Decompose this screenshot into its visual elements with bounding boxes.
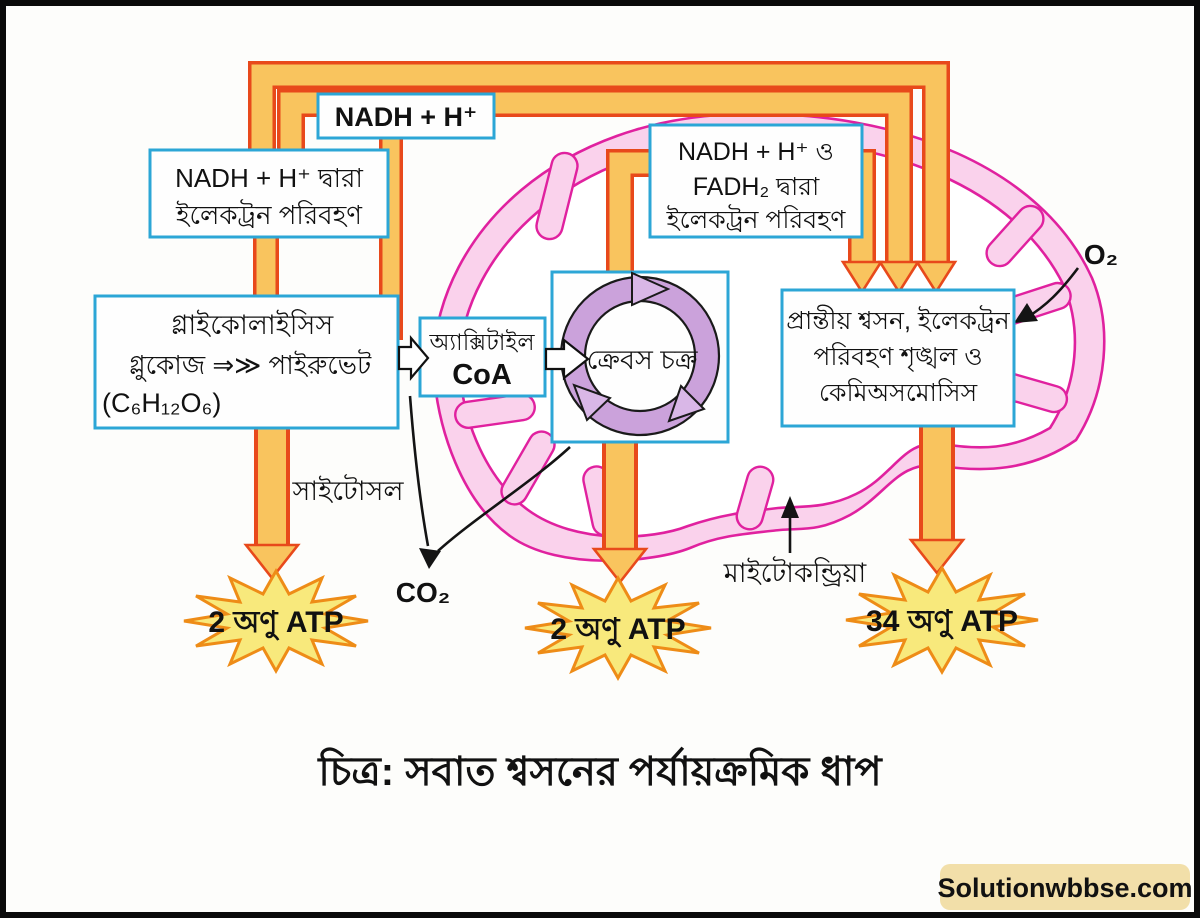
pipe-left-inner-fill <box>280 92 910 262</box>
nadh-fadh2-line1: NADH + H⁺ ও <box>678 138 834 166</box>
krebs-label: ক্রেবস চক্র <box>586 345 697 375</box>
arrowhead-into-terminal-1-icon <box>840 260 884 295</box>
crista-icon <box>985 204 1045 268</box>
nadh-transport-line2: ইলেকট্রন পরিবহণ <box>175 199 363 230</box>
nadh-fadh2-box <box>648 123 864 239</box>
krebs-cycle-arrowhead-icon <box>631 271 671 307</box>
arrowhead-krebs-atp-icon <box>591 547 649 585</box>
krebs-cycle-arrowhead-icon <box>572 383 612 422</box>
free-labels: সাইটোসল CO₂ O₂ মাইটোকন্ড্রিয়া <box>291 239 1118 608</box>
krebs-atp-label: 2 অণু ATP <box>550 613 685 648</box>
figure-caption: চিত্র: সবাত শ্বসনের পর্যায়ক্রমিক ধাপ <box>316 746 883 794</box>
pyruvate-to-co2-curve <box>408 395 430 547</box>
nadh-box <box>316 92 496 140</box>
krebs-to-co2-curve <box>437 446 571 552</box>
thin-arrows <box>408 267 1080 569</box>
terminal-line1: প্রান্তীয় শ্বসন, ইলেকট্রন <box>786 305 1010 335</box>
co2-label: CO₂ <box>396 577 450 608</box>
nadh-box-label: NADH + H⁺ <box>335 102 478 132</box>
glycolysis-to-coa-arrow-icon <box>397 335 430 381</box>
co2-arrowhead-icon <box>419 548 441 569</box>
pipe-arrowheads <box>243 260 966 585</box>
cytosol-label: সাইটোসল <box>291 474 404 506</box>
mitochondria-arrowhead-icon <box>781 496 799 518</box>
o2-label: O₂ <box>1084 239 1118 270</box>
mitochondria-label: মাইটোকন্ড্রিয়া <box>723 556 868 588</box>
crista-icon <box>500 430 556 506</box>
glycolysis-atp-burst <box>183 567 369 675</box>
acetyl-coa-line2: CoA <box>452 359 512 391</box>
arrowhead-glycolysis-atp-icon <box>243 543 301 581</box>
nadh-transport-line1: NADH + H⁺ দ্বারা <box>175 163 363 193</box>
arrowhead-into-terminal-2-icon <box>877 260 921 295</box>
white-block-arrows <box>397 335 590 381</box>
terminal-atp-burst <box>845 565 1039 675</box>
arrowhead-into-terminal-3-icon <box>914 260 958 295</box>
glycolysis-line1: গ্লাইকোলাইসিস <box>171 309 335 340</box>
glycolysis-line2: গ্লুকোজ ⇒≫ পাইরুভেট <box>129 349 372 382</box>
pipe-left-outer-fill <box>251 64 947 262</box>
atp-starbursts <box>183 565 1039 682</box>
crista-icon <box>535 151 579 241</box>
glycolysis-line3: (C₆H₁₂O₆) <box>102 388 221 418</box>
nadh-fadh2-line3: ইলেকট্রন পরিবহণ <box>666 204 847 234</box>
terminal-line3: কেমিঅসমোসিস <box>819 378 978 407</box>
crista-icon <box>454 393 536 429</box>
nadh-transport-box <box>148 148 390 239</box>
aerobic-respiration-diagram: NADH + H⁺ NADH + H⁺ দ্বারা ইলেকট্রন পরিব… <box>93 61 1193 910</box>
terminal-line2: পরিবহণ শৃঙ্খল ও <box>813 342 982 372</box>
box-texts: NADH + H⁺ NADH + H⁺ দ্বারা ইলেকট্রন পরিব… <box>102 102 1011 418</box>
krebs-cycle-arrowhead-icon <box>667 384 706 423</box>
terminal-box <box>780 288 1016 428</box>
atp-burst-texts: 2 অণু ATP 2 অণু ATP 34 অণু ATP <box>208 605 1018 648</box>
acetyl-coa-box <box>418 316 547 398</box>
crista-icon <box>735 465 775 531</box>
nadh-fadh2-line2: FADH₂ দ্বারা <box>693 173 820 201</box>
watermark-text: Solutionwbbse.com <box>937 873 1192 903</box>
glycolysis-atp-label: 2 অণু ATP <box>208 606 343 641</box>
coa-to-krebs-arrow-icon <box>544 337 590 381</box>
krebs-atp-burst <box>524 574 712 682</box>
acetyl-coa-line1: অ্যাক্সিটাইল <box>428 328 535 355</box>
watermark-background <box>940 864 1190 910</box>
terminal-atp-label: 34 অণু ATP <box>866 605 1018 640</box>
o2-arrowhead-icon <box>1014 303 1038 323</box>
arrowhead-terminal-atp-icon <box>908 538 966 576</box>
watermark-badge: Solutionwbbse.com <box>937 864 1193 910</box>
